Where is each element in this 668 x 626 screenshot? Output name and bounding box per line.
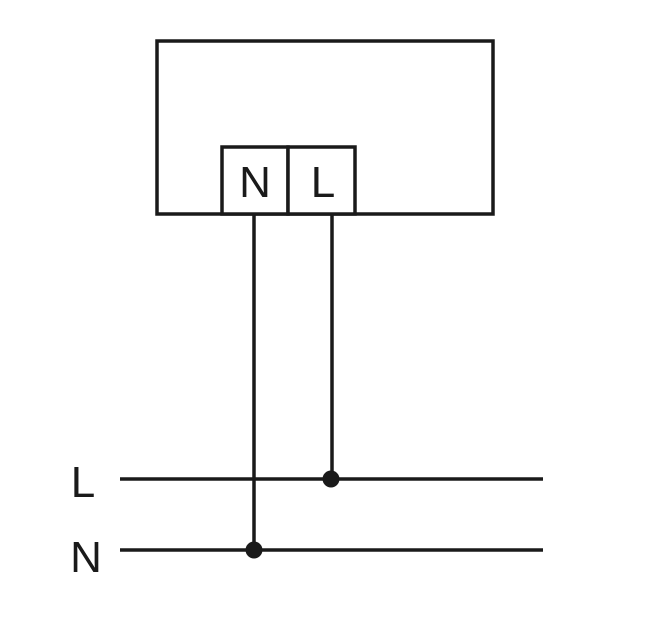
neutral-bus-label: N [70,533,102,582]
terminal-l [286,145,357,216]
terminal-l-label: L [311,158,335,207]
terminal-block: N L [220,145,357,216]
neutral-junction-dot [245,541,263,559]
line-bus-label: L [71,458,95,507]
line-junction-dot [322,470,340,488]
terminal-n-label: N [239,158,271,207]
